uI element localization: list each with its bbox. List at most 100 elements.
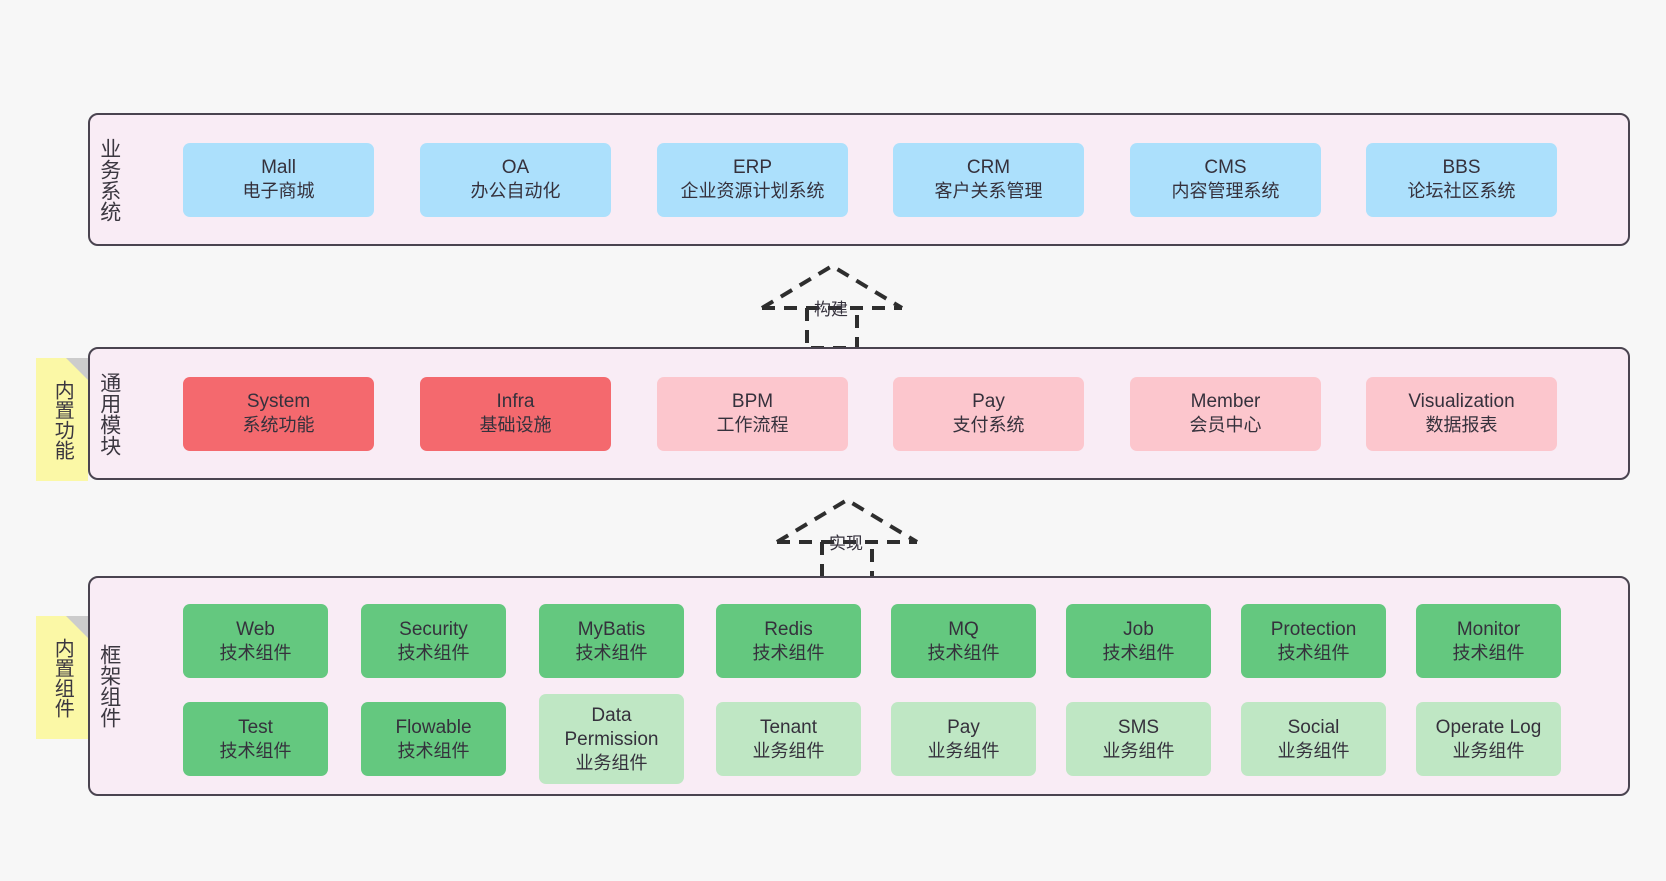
card-title: Social xyxy=(1287,716,1340,738)
note-label: 内置组件 xyxy=(51,637,74,718)
card-subtitle: 工作流程 xyxy=(716,415,789,436)
card-mybatis[interactable]: MyBatis 技术组件 xyxy=(539,604,684,678)
card-title: Web xyxy=(236,618,275,640)
card-title: ERP xyxy=(732,157,773,179)
card-title: MyBatis xyxy=(577,618,646,640)
layer-body-framework-components: Web 技术组件 Security 技术组件 MyBatis 技术组件 Redi… xyxy=(128,578,1628,794)
card-subtitle: 论坛社区系统 xyxy=(1407,181,1516,202)
layer-title-common-modules: 通用模块 xyxy=(97,371,121,456)
card-subtitle: 业务组件 xyxy=(927,740,1000,761)
card-subtitle: 技术组件 xyxy=(1102,642,1175,663)
card-title: CMS xyxy=(1204,157,1247,179)
layer-business-systems: 业务系统 Mall 电子商城 OA 办公自动化 ERP 企业资源计划系统 CRM… xyxy=(88,113,1630,246)
card-title: Mall xyxy=(261,157,296,179)
card-subtitle: 技术组件 xyxy=(1452,642,1525,663)
card-title: CRM xyxy=(966,157,1011,179)
card-tenant[interactable]: Tenant 业务组件 xyxy=(716,702,861,776)
card-subtitle: 客户关系管理 xyxy=(934,181,1043,202)
connector-build-label: 构建 xyxy=(814,300,848,319)
card-subtitle: 技术组件 xyxy=(752,642,825,663)
card-pay-business[interactable]: Pay 业务组件 xyxy=(891,702,1036,776)
layer-framework-components: 框架组件 Web 技术组件 Security 技术组件 MyBatis 技术组件… xyxy=(88,576,1630,796)
card-title: Monitor xyxy=(1456,618,1521,640)
card-security[interactable]: Security 技术组件 xyxy=(361,604,506,678)
card-subtitle: 支付系统 xyxy=(952,415,1025,436)
connector-build-shape xyxy=(760,263,904,350)
card-flowable[interactable]: Flowable 技术组件 xyxy=(361,702,506,776)
layer-body-business-systems: Mall 电子商城 OA 办公自动化 ERP 企业资源计划系统 CRM 客户关系… xyxy=(128,115,1628,244)
card-mall[interactable]: Mall 电子商城 xyxy=(183,142,374,217)
card-data-permission[interactable]: Data Permission 业务组件 xyxy=(539,694,684,784)
card-title: OA xyxy=(501,157,530,179)
card-title: Security xyxy=(399,618,468,640)
card-subtitle: 企业资源计划系统 xyxy=(680,181,825,202)
card-protection[interactable]: Protection 技术组件 xyxy=(1241,604,1386,678)
card-subtitle: 会员中心 xyxy=(1189,415,1262,436)
note-builtin-features: 内置功能 xyxy=(36,358,88,481)
card-bpm[interactable]: BPM 工作流程 xyxy=(657,376,848,451)
card-title: Protection xyxy=(1270,618,1357,640)
card-title: System xyxy=(246,391,311,413)
card-title: Data Permission xyxy=(564,705,659,750)
card-pay[interactable]: Pay 支付系统 xyxy=(893,376,1084,451)
card-subtitle: 电子商城 xyxy=(242,181,315,202)
card-subtitle: 内容管理系统 xyxy=(1171,181,1280,202)
card-title: Visualization xyxy=(1408,391,1515,413)
card-subtitle: 业务组件 xyxy=(1277,740,1350,761)
card-title: Member xyxy=(1190,391,1261,413)
connector-implement: 实现 xyxy=(767,494,927,584)
card-title: Redis xyxy=(764,618,813,640)
layer-title-business-systems: 业务系统 xyxy=(97,137,121,222)
card-crm[interactable]: CRM 客户关系管理 xyxy=(893,142,1084,217)
card-subtitle: 业务组件 xyxy=(575,752,648,773)
card-subtitle: 办公自动化 xyxy=(470,181,561,202)
connector-implement-label: 实现 xyxy=(829,534,863,553)
card-mq[interactable]: MQ 技术组件 xyxy=(891,604,1036,678)
note-fold-corner xyxy=(66,616,88,638)
card-subtitle: 基础设施 xyxy=(479,415,552,436)
card-operate-log[interactable]: Operate Log 业务组件 xyxy=(1416,702,1561,776)
card-subtitle: 业务组件 xyxy=(1102,740,1175,761)
card-subtitle: 系统功能 xyxy=(242,415,315,436)
card-infra[interactable]: Infra 基础设施 xyxy=(420,376,611,451)
card-sms[interactable]: SMS 业务组件 xyxy=(1066,702,1211,776)
layer-common-modules: 通用模块 System 系统功能 Infra 基础设施 BPM 工作流程 Pay… xyxy=(88,347,1630,480)
note-label: 内置功能 xyxy=(51,379,74,460)
card-erp[interactable]: ERP 企业资源计划系统 xyxy=(657,142,848,217)
card-title: Test xyxy=(238,716,273,738)
card-test[interactable]: Test 技术组件 xyxy=(183,702,328,776)
card-title: BBS xyxy=(1442,157,1481,179)
card-title: Infra xyxy=(496,391,535,413)
card-title: SMS xyxy=(1117,716,1160,738)
card-subtitle: 业务组件 xyxy=(752,740,825,761)
note-fold-corner xyxy=(66,358,88,380)
card-bbs[interactable]: BBS 论坛社区系统 xyxy=(1366,142,1557,217)
card-oa[interactable]: OA 办公自动化 xyxy=(420,142,611,217)
card-title: Flowable xyxy=(395,716,472,738)
card-job[interactable]: Job 技术组件 xyxy=(1066,604,1211,678)
card-monitor[interactable]: Monitor 技术组件 xyxy=(1416,604,1561,678)
card-subtitle: 技术组件 xyxy=(219,740,292,761)
note-builtin-components: 内置组件 xyxy=(36,616,88,739)
card-title: BPM xyxy=(731,391,774,413)
card-title: Pay xyxy=(947,716,980,738)
card-member[interactable]: Member 会员中心 xyxy=(1130,376,1321,451)
card-subtitle: 技术组件 xyxy=(1277,642,1350,663)
card-title: Tenant xyxy=(759,716,818,738)
card-web[interactable]: Web 技术组件 xyxy=(183,604,328,678)
card-subtitle: 技术组件 xyxy=(927,642,1000,663)
card-cms[interactable]: CMS 内容管理系统 xyxy=(1130,142,1321,217)
card-subtitle: 技术组件 xyxy=(575,642,648,663)
card-visualization[interactable]: Visualization 数据报表 xyxy=(1366,376,1557,451)
connector-implement-shape xyxy=(775,497,919,584)
card-social[interactable]: Social 业务组件 xyxy=(1241,702,1386,776)
card-subtitle: 数据报表 xyxy=(1425,415,1498,436)
card-title: Pay xyxy=(972,391,1005,413)
layer-body-common-modules: System 系统功能 Infra 基础设施 BPM 工作流程 Pay 支付系统… xyxy=(128,349,1628,478)
card-redis[interactable]: Redis 技术组件 xyxy=(716,604,861,678)
card-subtitle: 业务组件 xyxy=(1452,740,1525,761)
connector-build: 构建 xyxy=(752,260,912,350)
layer-title-framework-components: 框架组件 xyxy=(97,644,121,728)
card-system[interactable]: System 系统功能 xyxy=(183,376,374,451)
